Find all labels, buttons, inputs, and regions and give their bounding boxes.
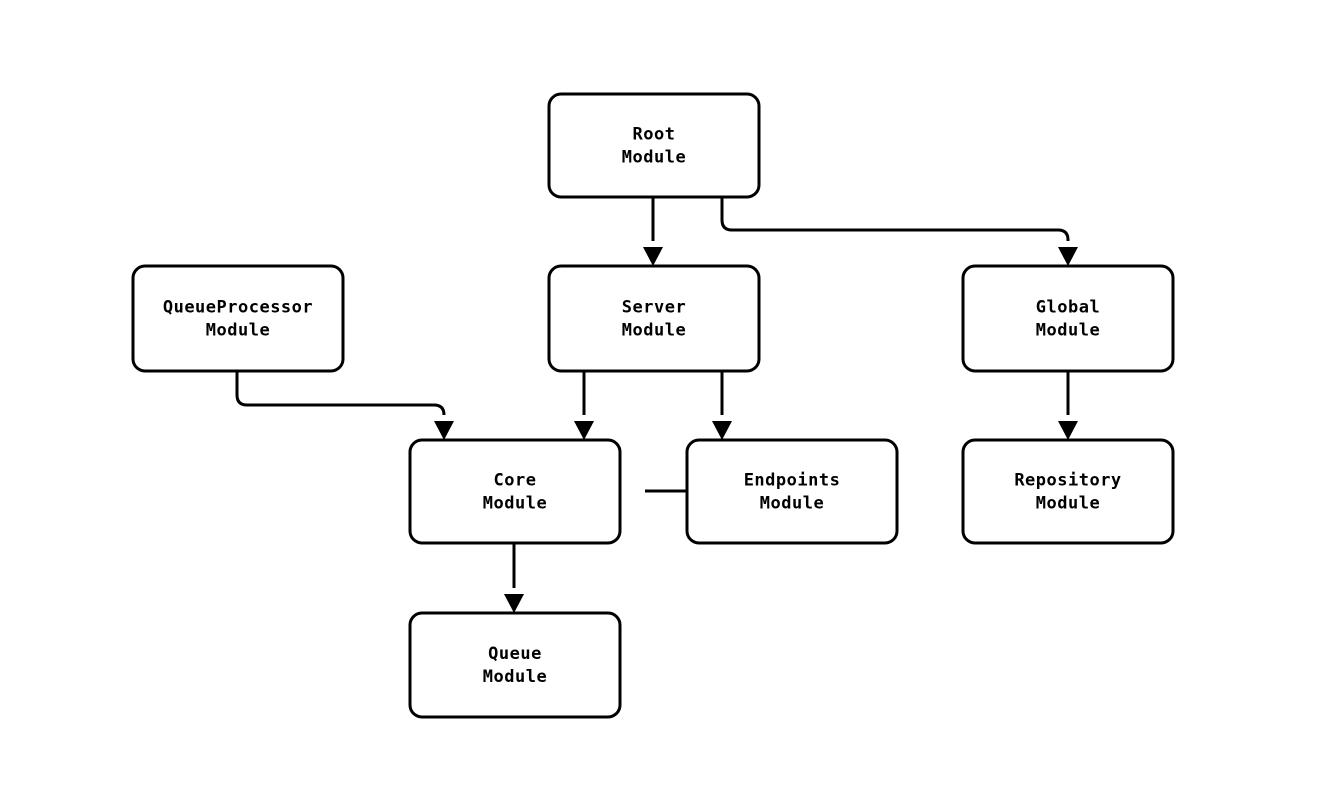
server-module-label-line2: Module [622,321,686,341]
endpoints-module-label-line2: Module [760,494,824,514]
edge-root-to-global-arrowhead-icon [1058,247,1078,266]
edge-root-to-global [720,197,1078,266]
edges-layer [235,197,1078,613]
global-module-label-line1: Global [1036,298,1100,318]
edge-global-to-repository-arrowhead-icon [1058,421,1078,440]
edge-server-to-core [574,371,594,440]
global-module-box[interactable] [961,264,1175,373]
edge-root-to-server [643,197,663,266]
core-module-label-line1: Core [494,471,537,491]
edge-core-to-queue [504,543,524,613]
server-module-label-line1: Server [622,298,686,318]
endpoints-module-box[interactable] [685,438,899,545]
edge-queueprocessor-to-core-arrowhead-icon [434,421,454,440]
edge-queueprocessor-to-core-line [235,371,446,416]
server-module-box[interactable] [547,264,761,373]
repository-module-label-line1: Repository [1014,471,1121,491]
core-module-box[interactable] [408,438,622,545]
edge-root-to-global-line [720,197,1070,242]
edge-server-to-core-arrowhead-icon [574,421,594,440]
edge-server-to-endpoints-arrowhead-icon [712,421,732,440]
queueprocessor-module-box[interactable] [131,264,345,373]
root-module-box[interactable] [547,92,761,199]
global-module-label-line2: Module [1036,321,1100,341]
root-module-label-line2: Module [622,148,686,168]
repository-module-label-line2: Module [1036,494,1100,514]
queue-module-label-line1: Queue [488,644,542,664]
edge-root-to-server-arrowhead-icon [643,247,663,266]
core-module-label-line2: Module [483,494,547,514]
endpoints-module-label-line1: Endpoints [744,471,841,491]
queueprocessor-module-label-line2: Module [206,321,270,341]
edge-global-to-repository [1058,371,1078,440]
edge-server-to-endpoints [712,371,732,440]
queueprocessor-module-label-line1: QueueProcessor [163,298,313,318]
queue-module-label-line2: Module [483,667,547,687]
edge-queueprocessor-to-core [235,371,454,440]
nodes-layer: RootModuleQueueProcessorModuleServerModu… [131,92,1175,719]
repository-module-box[interactable] [961,438,1175,545]
root-module-label-line1: Root [633,125,676,145]
edge-core-to-queue-arrowhead-icon [504,594,524,613]
queue-module-box[interactable] [408,611,622,719]
